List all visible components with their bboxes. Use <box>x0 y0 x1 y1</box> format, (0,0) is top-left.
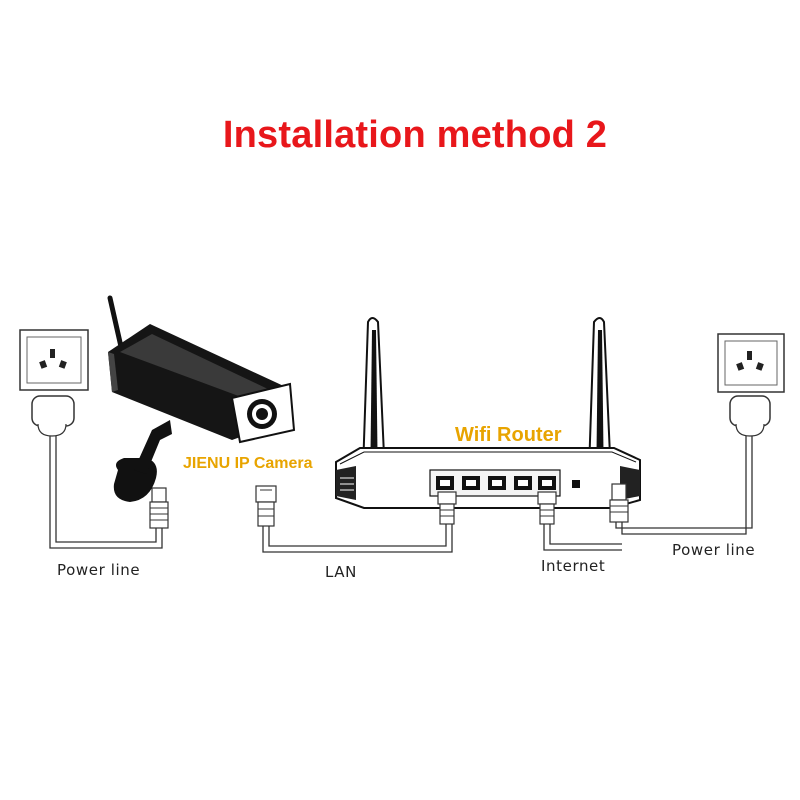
dc-jack-icon <box>149 487 169 529</box>
wifi-router-icon <box>335 317 641 509</box>
internet-label: Internet <box>541 557 606 575</box>
router-label: Wifi Router <box>455 424 562 446</box>
page-title: Installation method 2 <box>222 114 608 156</box>
power-plug-left-icon <box>31 395 75 437</box>
wall-socket-right-icon <box>717 333 785 393</box>
lan-label: LAN <box>325 563 357 581</box>
power-plug-right-icon <box>729 395 771 437</box>
power-line-right-label: Power line <box>672 541 756 559</box>
ethernet-connector-lan-icon <box>437 491 457 525</box>
wall-socket-left-icon <box>19 329 89 391</box>
ethernet-connector-internet-icon <box>537 491 557 525</box>
lan-ethernet-connector-left-icon <box>255 485 277 527</box>
power-line-left-cable <box>49 436 163 549</box>
power-line-left-label: Power line <box>57 561 141 579</box>
lan-cable <box>262 522 453 553</box>
dc-jack-router-icon <box>609 483 629 523</box>
camera-label: JIENU IP Camera <box>183 455 313 472</box>
internet-cable <box>543 524 622 551</box>
ip-camera-icon <box>107 295 296 502</box>
power-line-right-cable <box>615 436 753 535</box>
